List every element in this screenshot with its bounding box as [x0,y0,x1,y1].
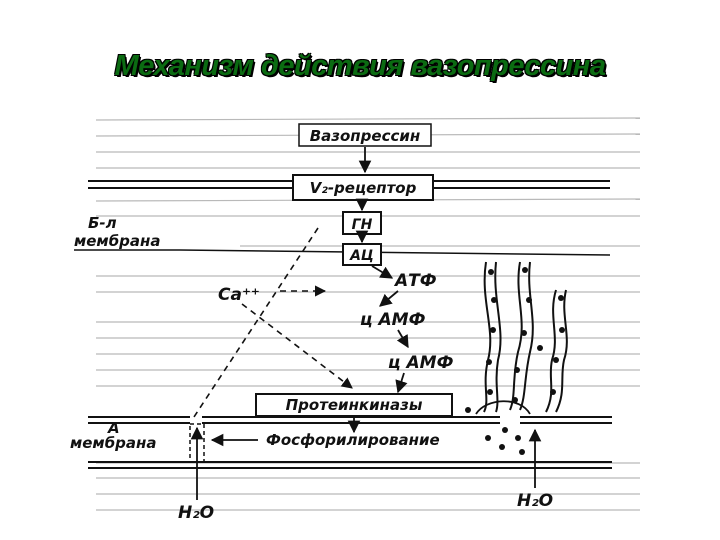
ac-label: АЦ [349,248,374,264]
a-membrane-label-2: мембрана [70,434,157,452]
microtubule-vesicles [475,261,568,415]
arrow-atp-to-camp [379,290,399,307]
camp-label-1: ц АМФ [360,310,426,330]
camp-label-2: ц АМФ [388,353,454,373]
dashed-line-to-water-channel [191,227,319,421]
arrow-ac-to-atp [371,265,394,279]
bl-membrane-lower-edge [179,249,611,256]
arrow-camp-to-kinases [395,372,408,394]
v2-receptor-box [292,174,434,201]
vasopressin-label: Вазопрессин [310,127,421,145]
water-right-label: H₂O [517,491,553,511]
water-left-label: H₂O [178,503,214,523]
ac-box [342,243,382,266]
bl-membrane-label-1: Б-л [88,214,117,232]
bl-membrane-label-2: мембрана [74,232,161,250]
arrow-camp-to-camp [396,329,409,349]
vesicle-dots [465,267,565,455]
gn-label: ГН [352,217,373,233]
phosphorylation-label: Фосфорилирование [266,431,440,449]
v2-receptor-label: V₂-рецептор [310,179,417,197]
arrow-calcium-to-kinases [241,303,353,389]
a-membrane-label-1: А [107,419,120,437]
protein-kinases-label: Протеинкиназы [286,396,423,414]
calcium-label: Ca⁺⁺ [218,285,260,305]
vasopressin-box [298,123,432,147]
apical-membrane [88,416,612,469]
slide-title: Механизм действия вазопрессина [114,50,606,82]
atp-label: АТФ [393,271,437,291]
